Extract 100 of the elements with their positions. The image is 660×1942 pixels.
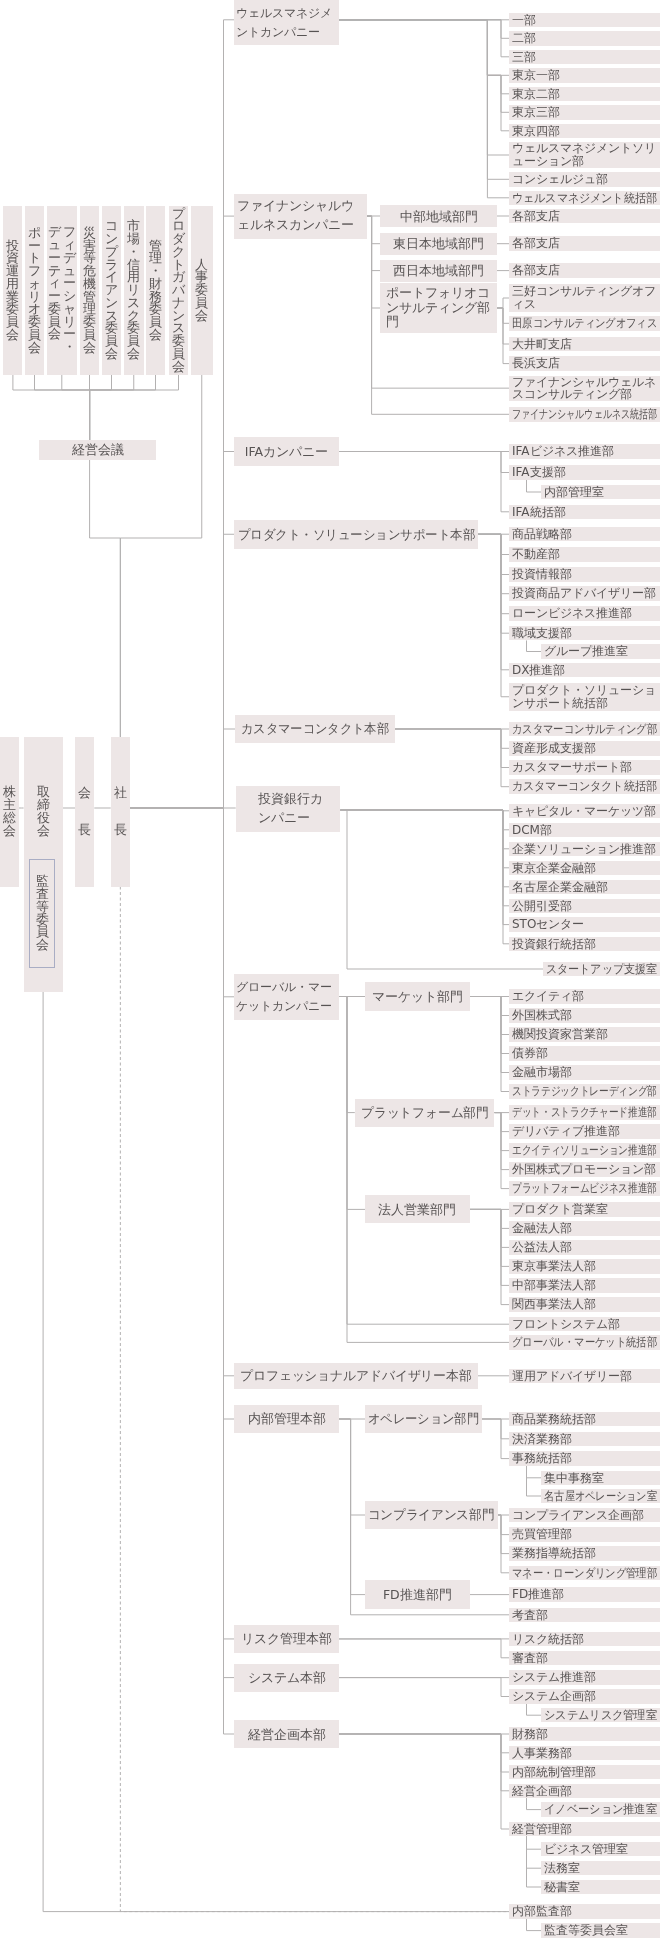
department-box: コンプライアンス企画部 xyxy=(509,1507,660,1523)
connector-line xyxy=(496,215,510,217)
department-box: 東京三部 xyxy=(509,105,660,120)
department-box: 資産形成支援部 xyxy=(509,741,660,756)
department-box: 田原コンサルティングオフィス xyxy=(509,316,660,331)
department-box: 大井町支店 xyxy=(509,336,660,352)
connector-line xyxy=(119,374,203,738)
office-box: 名古屋オペレーション室 xyxy=(541,1488,660,1504)
department-box: 各部支店 xyxy=(509,208,660,224)
department-box: 投資情報部 xyxy=(509,567,660,582)
department-box: デット・ストラクチャード推進部 xyxy=(509,1105,660,1120)
department-box: カスタマーサポート部 xyxy=(509,760,660,775)
office-box: ビジネス管理室 xyxy=(541,1841,660,1857)
office-box: システムリスク管理室 xyxy=(541,1707,660,1723)
executive-box: 株主総会 xyxy=(0,737,19,887)
department-box: 人事業務部 xyxy=(509,1745,660,1761)
section-box: 中部地域部門 xyxy=(380,205,497,227)
connector-line xyxy=(477,533,510,698)
connector-line xyxy=(526,639,542,652)
department-box: キャピタル・マーケッツ部 xyxy=(509,803,660,819)
connector-line xyxy=(497,1514,510,1574)
department-box: 一部 xyxy=(509,12,660,28)
department-box: 各部支店 xyxy=(509,263,660,278)
department-box: ウェルスマネジメントソリューション部 xyxy=(509,142,660,168)
department-box: IFA統括部 xyxy=(509,504,660,520)
department-box: 東京事業法人部 xyxy=(509,1259,660,1274)
department-box: 東京四部 xyxy=(509,123,660,139)
office-box: 秘書室 xyxy=(541,1879,660,1895)
department-box: IFAビジネス推進部 xyxy=(509,444,660,459)
division-box: ファイナンシャルウェルネスカンパニー xyxy=(234,193,367,239)
connector-line xyxy=(496,270,510,272)
connector-line xyxy=(526,1835,542,1888)
department-box: ウェルスマネジメント統括部 xyxy=(509,190,660,206)
committee-box: プロダクトガバナンス委員会 xyxy=(169,206,188,375)
department-box: 審査部 xyxy=(509,1650,660,1666)
connector-line xyxy=(93,807,112,809)
connector-line xyxy=(18,807,25,809)
connector-line xyxy=(526,1703,542,1716)
section-box: FD推進部門 xyxy=(365,1580,470,1609)
section-box: マーケット部門 xyxy=(365,982,470,1011)
committee-box: 管理・財務委員会 xyxy=(146,206,165,375)
department-box: ローンビジネス推進部 xyxy=(509,606,660,621)
department-box: 事務統括部 xyxy=(509,1451,660,1466)
department-box: コンシェルジュ部 xyxy=(509,172,660,187)
connector-line xyxy=(469,1208,510,1306)
connector-line xyxy=(338,1638,510,1659)
division-box: システム本部 xyxy=(234,1663,339,1692)
department-box: デリバティブ推進部 xyxy=(509,1124,660,1139)
division-box: リスク管理本部 xyxy=(234,1624,339,1654)
department-box: 外国株式部 xyxy=(509,1008,660,1023)
connector-line xyxy=(494,1112,510,1190)
section-box: オペレーション部門 xyxy=(365,1404,482,1434)
department-box: システム企画部 xyxy=(509,1689,660,1704)
department-box: 職域支援部 xyxy=(509,625,660,641)
department-box: DX推進部 xyxy=(509,662,660,678)
connector-line xyxy=(526,1797,542,1811)
connector-line xyxy=(394,728,510,788)
executive-box: 会長 xyxy=(75,737,95,887)
department-box: 外国株式プロモーション部 xyxy=(509,1162,660,1177)
connector-line xyxy=(496,243,510,245)
department-box: ファイナンシャルウェルネス統括部 xyxy=(509,407,660,422)
department-box: 各部支店 xyxy=(509,236,660,251)
department-box: カスタマーコンサルティング部 xyxy=(509,721,660,737)
connector-line xyxy=(481,1418,510,1460)
office-box: スタートアップ支援室 xyxy=(543,961,660,977)
department-box: 関西事業法人部 xyxy=(509,1297,660,1312)
department-box: 投資銀行統括部 xyxy=(509,936,660,952)
department-box: 中部事業法人部 xyxy=(509,1278,660,1293)
office-box: グループ推進室 xyxy=(541,644,660,659)
committee-box: 人事委員会 xyxy=(191,206,213,375)
section-box: ポートフォリオコンサルティング部門 xyxy=(380,283,497,333)
committee-box: ポートフォリオ委員会 xyxy=(25,206,44,375)
division-box: 投資銀行カンパニー xyxy=(235,786,341,832)
department-box: 金融法人部 xyxy=(509,1221,660,1236)
connector-line xyxy=(526,479,542,493)
department-box: 商品戦略部 xyxy=(509,526,660,542)
connector-line xyxy=(469,996,510,1092)
executive-box: 社長 xyxy=(110,737,130,887)
department-box: ストラテジックトレーディング部 xyxy=(509,1084,660,1099)
department-box: 二部 xyxy=(509,31,660,46)
department-box: 経営管理部 xyxy=(509,1821,660,1837)
section-box: コンプライアンス部門 xyxy=(365,1500,498,1530)
department-box: カスタマーコンタクト統括部 xyxy=(509,779,660,794)
division-box: 内部管理本部 xyxy=(234,1404,339,1434)
office-box: 集中事務室 xyxy=(541,1470,660,1486)
connector-line xyxy=(526,1465,542,1497)
department-box: 名古屋企業金融部 xyxy=(509,879,660,895)
department-box: 機関投資家営業部 xyxy=(509,1027,660,1042)
division-box: カスタマーコンタクト本部 xyxy=(235,715,395,743)
department-box: 運用アドバイザリー部 xyxy=(509,1368,660,1384)
department-box: 公開引受部 xyxy=(509,898,660,914)
section-box: 法人営業部門 xyxy=(365,1195,470,1224)
department-box: プロダクト営業室 xyxy=(509,1202,660,1217)
section-box: 西日本地域部門 xyxy=(380,259,497,282)
department-box: 長浜支店 xyxy=(509,356,660,371)
department-box: プラットフォームビジネス推進部 xyxy=(509,1181,660,1196)
department-box: 内部統制管理部 xyxy=(509,1764,660,1780)
committee-box: 市場・信用リスク委員会 xyxy=(124,206,144,375)
department-box: 財務部 xyxy=(509,1726,660,1742)
department-box: マネー・ローンダリング管理部 xyxy=(509,1565,660,1581)
